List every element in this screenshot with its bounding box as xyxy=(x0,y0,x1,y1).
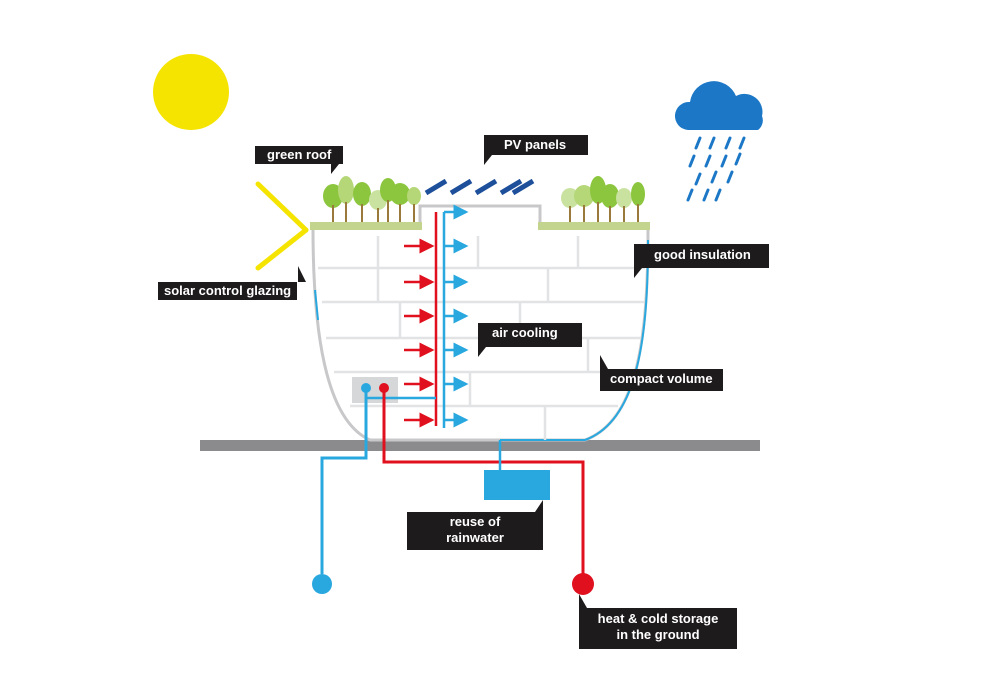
heat-storage-node xyxy=(572,573,594,595)
cold-storage-node xyxy=(312,574,332,594)
label-air-cooling: air cooling xyxy=(478,323,582,347)
green-roof-right xyxy=(538,222,650,230)
label-reuse-of-rainwater: reuse of rainwater xyxy=(407,512,543,550)
label-green-roof: green roof xyxy=(255,146,344,164)
solar-glazing-rays xyxy=(255,181,309,271)
sun-icon xyxy=(153,54,229,130)
rain-cloud-icon xyxy=(674,81,763,202)
pv-panel-icon xyxy=(424,178,535,196)
tree-icon xyxy=(323,176,421,222)
rainwater-tank xyxy=(484,470,550,500)
green-roof-left xyxy=(310,222,422,230)
label-compact-volume: compact volume xyxy=(600,369,723,391)
label-good-insulation: good insulation xyxy=(634,244,769,268)
label-heat-cold-storage: heat & cold storage in the ground xyxy=(579,608,737,649)
label-solar-control-glazing: solar control glazing xyxy=(158,282,298,300)
cold-pipe xyxy=(320,390,368,574)
air-cooling-ducts xyxy=(404,204,469,428)
warm-pipe xyxy=(382,390,585,574)
label-pv-panels: PV panels xyxy=(484,135,589,155)
tree-icon xyxy=(561,176,645,222)
ground-line xyxy=(200,440,760,451)
